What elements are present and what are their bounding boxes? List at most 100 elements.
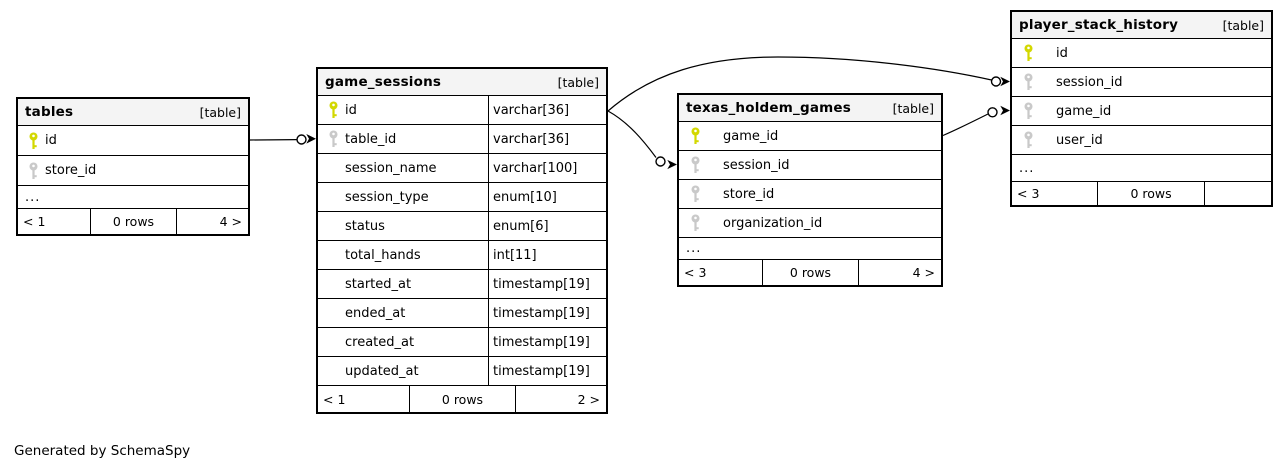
column-cell: started_at <box>318 270 488 298</box>
column-name: id <box>345 102 357 118</box>
footer-row-count: 0 rows <box>761 260 859 285</box>
footer-row-count: 0 rows <box>408 386 516 412</box>
foreign-key-icon <box>28 162 40 180</box>
column-rows: game_id session_id store_id organization_id <box>679 122 941 238</box>
footer-next-pages[interactable]: 2 > <box>515 386 606 412</box>
column-row[interactable]: game_id <box>679 122 941 151</box>
column-datatype: varchar[36] <box>488 96 606 124</box>
column-row[interactable]: store_id <box>679 180 941 209</box>
column-name: id <box>1056 45 1068 61</box>
column-row[interactable]: user_id <box>1012 126 1271 155</box>
column-name: organization_id <box>723 215 823 231</box>
column-row[interactable]: store_id <box>18 156 248 186</box>
foreign-key-icon <box>690 185 702 203</box>
table-name: texas_holdem_games <box>686 100 851 116</box>
column-datatype: varchar[100] <box>488 154 606 182</box>
column-name: game_id <box>1056 103 1112 119</box>
column-name: table_id <box>345 131 397 147</box>
column-cell: table_id <box>318 125 488 153</box>
column-cell: status <box>318 212 488 240</box>
column-row[interactable]: id <box>18 126 248 156</box>
column-row[interactable]: game_id <box>1012 97 1271 126</box>
column-datatype: timestamp[19] <box>488 328 606 356</box>
column-row[interactable]: session_name varchar[100] <box>318 154 606 183</box>
relationship-tables-id-to-game_sessions-table_id <box>249 134 316 145</box>
column-row[interactable]: session_id <box>679 151 941 180</box>
relationship-texas_holdem_games-game_id-to-player_stack_history-game_id <box>942 105 1010 137</box>
primary-key-icon <box>328 101 340 119</box>
table-type-badge: [table] <box>892 100 934 116</box>
table-name: player_stack_history <box>1019 17 1179 33</box>
column-name: total_hands <box>345 247 421 263</box>
primary-key-icon <box>28 132 40 150</box>
column-row[interactable]: id varchar[36] <box>318 96 606 125</box>
footer-prev-pages[interactable]: < 1 <box>23 214 46 229</box>
column-name: game_id <box>723 128 779 144</box>
table-card-player-stack-history[interactable]: player_stack_history [table] id session_i… <box>1010 10 1273 207</box>
ellipsis-row[interactable]: ... <box>1012 155 1271 182</box>
table-type-badge: [table] <box>557 74 599 90</box>
footer-next-pages[interactable] <box>1203 182 1271 205</box>
footer-next-pages[interactable]: 4 > <box>858 260 941 285</box>
table-name: tables <box>25 104 74 120</box>
table-type-badge: [table] <box>199 104 241 120</box>
column-name: session_id <box>723 157 790 173</box>
table-footer: < 3 0 rows 4 > <box>679 260 941 285</box>
column-row[interactable]: created_at timestamp[19] <box>318 328 606 357</box>
footer-prev-pages[interactable]: < 3 <box>1017 186 1040 201</box>
column-name: created_at <box>345 334 415 350</box>
relationship-game_sessions-id-to-player_stack_history-session_id <box>607 56 1010 112</box>
table-header: game_sessions [table] <box>318 69 606 96</box>
generated-by-credit: Generated by SchemaSpy <box>14 443 191 459</box>
column-datatype: varchar[36] <box>488 125 606 153</box>
column-name: session_name <box>345 160 437 176</box>
column-cell: session_name <box>318 154 488 182</box>
column-row[interactable]: id <box>1012 39 1271 68</box>
column-row[interactable]: organization_id <box>679 209 941 238</box>
column-datatype: timestamp[19] <box>488 299 606 327</box>
table-type-badge: [table] <box>1222 17 1264 33</box>
table-name: game_sessions <box>325 74 442 90</box>
column-name: store_id <box>723 186 775 202</box>
table-header: tables [table] <box>18 99 248 126</box>
foreign-key-icon <box>328 130 340 148</box>
column-cell: user_id <box>1012 126 1271 154</box>
primary-key-icon <box>690 127 702 145</box>
column-cell: id <box>1012 39 1271 67</box>
ellipsis-row[interactable]: ... <box>679 238 941 260</box>
column-cell: ended_at <box>318 299 488 327</box>
ellipsis-row[interactable]: ... <box>18 186 248 209</box>
footer-prev-pages[interactable]: < 3 <box>684 265 707 280</box>
footer-prev-pages[interactable]: < 1 <box>323 391 346 407</box>
column-datatype: timestamp[19] <box>488 357 606 385</box>
column-cell: session_id <box>679 151 941 179</box>
column-name: store_id <box>45 163 97 178</box>
footer-row-count: 0 rows <box>1097 182 1203 205</box>
column-datatype: enum[6] <box>488 212 606 240</box>
column-name: user_id <box>1056 132 1103 148</box>
footer-next-pages[interactable]: 4 > <box>175 209 248 234</box>
column-datatype: timestamp[19] <box>488 270 606 298</box>
primary-key-icon <box>1023 44 1035 62</box>
foreign-key-icon <box>690 214 702 232</box>
column-cell: game_id <box>679 122 941 150</box>
column-cell: organization_id <box>679 209 941 237</box>
column-cell: created_at <box>318 328 488 356</box>
column-cell: session_id <box>1012 68 1271 96</box>
foreign-key-icon <box>1023 102 1035 120</box>
table-footer: < 1 0 rows 2 > <box>318 386 606 412</box>
column-row[interactable]: table_id varchar[36] <box>318 125 606 154</box>
column-row[interactable]: session_id <box>1012 68 1271 97</box>
column-rows: id session_id game_id user_id <box>1012 39 1271 155</box>
column-cell: game_id <box>1012 97 1271 125</box>
